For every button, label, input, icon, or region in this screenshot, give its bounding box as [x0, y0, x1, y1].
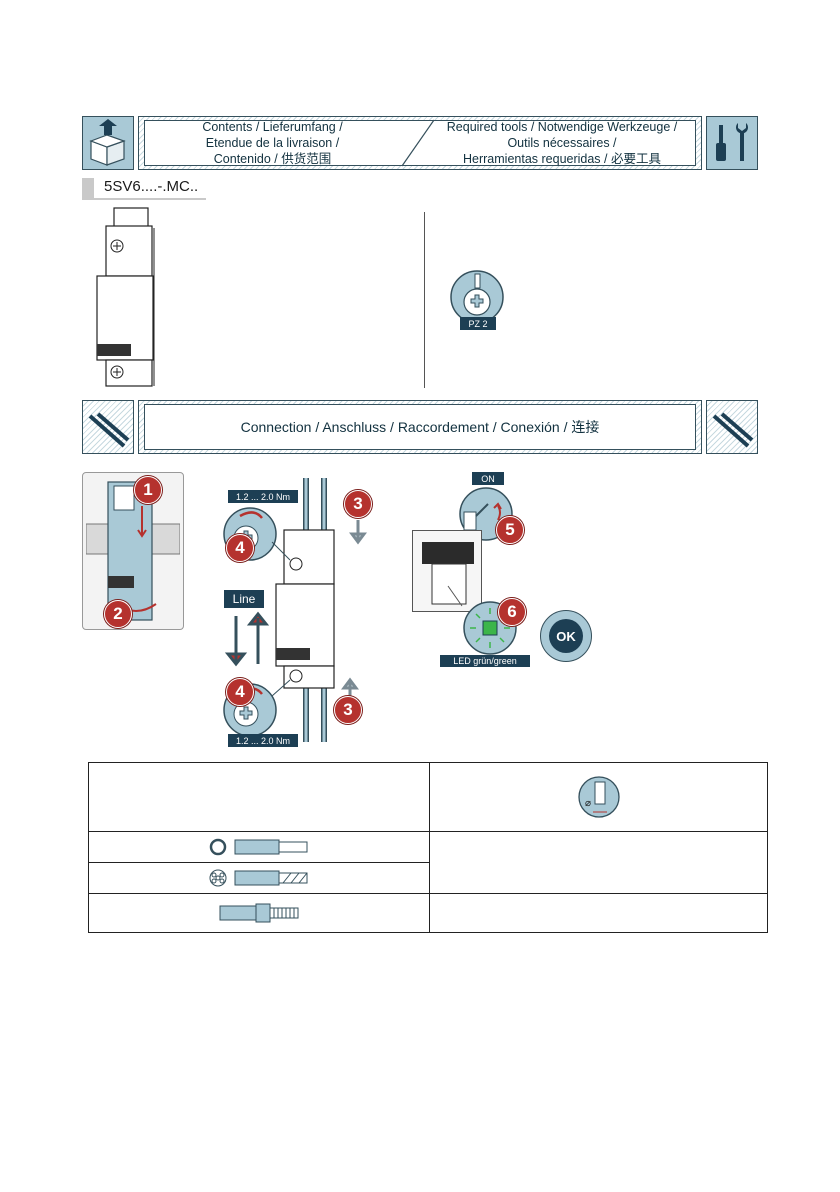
connection-title: Connection / Anschluss / Raccordement / … — [240, 419, 600, 435]
line-label: Line — [224, 590, 264, 608]
contents-header-inner — [144, 120, 696, 166]
step-6-badge: 6 — [498, 598, 526, 626]
connection-right-icon — [706, 400, 758, 454]
tools-header-right: Required tools / Notwendige Werkzeuge / … — [430, 120, 694, 166]
contents-label-3: Contenido / 供货范围 — [213, 152, 332, 166]
spec-header-left — [88, 762, 430, 832]
din-rail-mount-illustration — [86, 481, 180, 621]
spec-row-solid — [88, 831, 430, 863]
pz2-label: PZ 2 — [460, 317, 496, 330]
product-code-underline — [82, 198, 206, 200]
product-code: 5SV6....-.MC.. — [104, 178, 199, 195]
svg-text:⌀: ⌀ — [585, 798, 591, 809]
connection-left-icon — [82, 400, 134, 454]
pz2-screwdriver-icon — [450, 270, 504, 324]
contents-label-2: Etendue de la livraison / — [205, 136, 340, 150]
led-label: LED grün/green — [440, 655, 530, 667]
tools-icon — [706, 116, 758, 170]
ok-icon: OK — [540, 610, 592, 662]
tools-label-2: Outils nécessaires / — [507, 136, 617, 150]
switch-closeup-illustration — [422, 542, 474, 607]
header-divider-slash — [401, 119, 435, 167]
step-3-badge-bottom: 3 — [334, 696, 362, 724]
torque-label-bottom: 1.2 ... 2.0 Nm — [228, 734, 298, 747]
cable-connection-icon-right — [712, 412, 754, 448]
step-5-badge: 5 — [496, 516, 524, 544]
spec-row-ferrule — [88, 893, 430, 933]
tools-label-1: Required tools / Notwendige Werkzeuge / — [446, 120, 678, 134]
box-contents-icon — [82, 116, 134, 170]
step-1-badge: 1 — [134, 476, 162, 504]
step-4-badge-bottom: 4 — [226, 678, 254, 706]
cable-connection-icon-left — [88, 412, 130, 448]
solid-conductor-icon — [209, 838, 308, 856]
wire-spec-table: ⌀ — [88, 762, 768, 933]
on-label: ON — [472, 472, 504, 485]
step-2-badge: 2 — [104, 600, 132, 628]
step-3-badge-top: 3 — [344, 490, 372, 518]
spec-header-right: ⌀ — [429, 762, 768, 832]
spec-value-solid-stranded — [429, 831, 768, 894]
circuit-breaker-image — [96, 207, 155, 387]
stranded-conductor-icon — [209, 869, 308, 887]
contents-header-left: Contents / Lieferumfang / Etendue de la … — [150, 120, 395, 166]
tools-label-3: Herramientas requeridas / 必要工具 — [463, 152, 661, 166]
ok-label: OK — [549, 619, 583, 653]
spec-value-ferrule — [429, 893, 768, 933]
wire-diameter-icon: ⌀ — [577, 776, 620, 818]
contents-label-1: Contents / Lieferumfang / — [202, 120, 343, 134]
product-code-marker — [82, 178, 94, 198]
torque-label-top: 1.2 ... 2.0 Nm — [228, 490, 298, 503]
contents-divider — [424, 212, 425, 388]
connection-header-inner — [144, 404, 696, 450]
spec-row-stranded — [88, 862, 430, 894]
step-4-badge-top: 4 — [226, 534, 254, 562]
ferrule-conductor-icon — [219, 903, 299, 923]
